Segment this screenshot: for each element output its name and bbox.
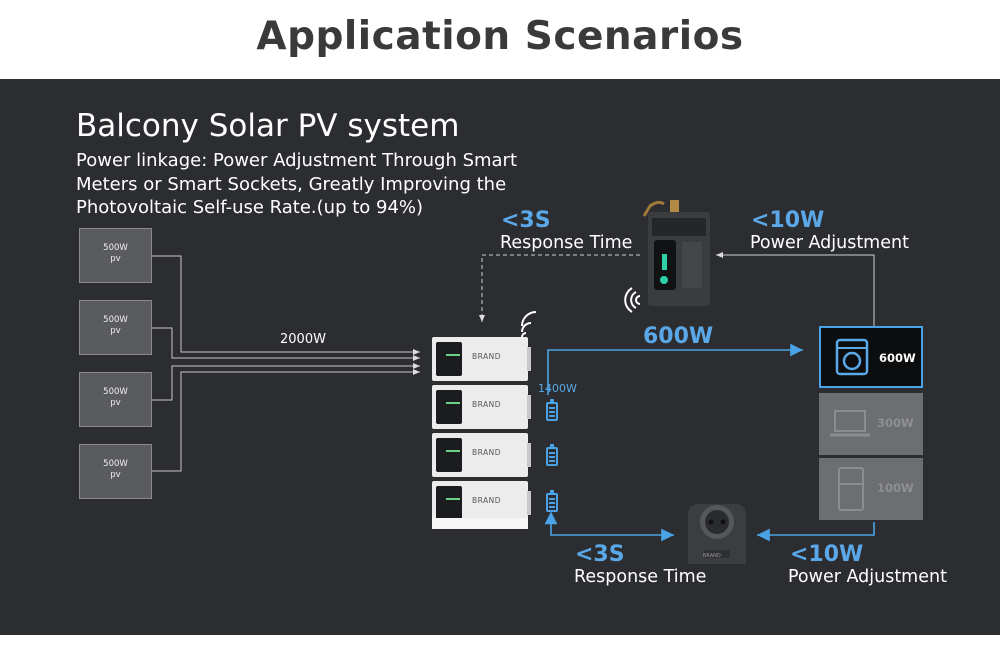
socket-brand: BRAND	[703, 553, 721, 559]
pv-panel-power: 500W	[103, 459, 128, 469]
smart-meter-device	[642, 200, 710, 306]
socket-adjust-label: Power Adjustment	[788, 567, 947, 587]
pv-panel-label: pv	[110, 254, 121, 264]
battery-screen	[436, 342, 462, 376]
meter-response-value: <3S	[501, 208, 551, 233]
battery-screen	[436, 438, 462, 472]
meter-response-label: Response Time	[500, 233, 633, 253]
pv-panel-2: 500W pv	[79, 300, 152, 355]
flow-power-label: 600W	[643, 324, 714, 349]
description: Power linkage: Power Adjustment Through …	[76, 150, 518, 218]
load-power: 600W	[879, 351, 916, 365]
page-title: Application Scenarios	[256, 14, 744, 59]
load-power: 100W	[877, 481, 914, 495]
pv-panel-power: 500W	[103, 315, 128, 325]
battery-module-1: BRAND	[432, 337, 531, 381]
battery-brand: BRAND	[472, 496, 502, 505]
battery-screen	[436, 486, 462, 520]
pv-panel-label: pv	[110, 398, 121, 408]
battery-base	[432, 518, 528, 529]
load-washing-machine: 600W	[819, 326, 923, 388]
pv-panel-power: 500W	[103, 243, 128, 253]
wifi-icon	[521, 311, 537, 338]
pv-panel-power: 500W	[103, 387, 128, 397]
pv-panel-label: pv	[110, 470, 121, 480]
signal-icon	[624, 287, 641, 313]
load-power: 300W	[877, 416, 914, 430]
meter-adjust-value: <10W	[751, 208, 825, 233]
laptop-icon	[830, 410, 870, 437]
battery-power-label: 1400W	[538, 382, 577, 395]
battery-brand: BRAND	[472, 448, 502, 457]
battery-brand: BRAND	[472, 352, 502, 361]
socket-response-label: Response Time	[574, 567, 707, 587]
smart-socket-device	[688, 504, 746, 564]
refrigerator-icon	[838, 467, 864, 511]
section-title: Balcony Solar PV system	[76, 108, 460, 144]
meter-adjust-label: Power Adjustment	[750, 233, 909, 253]
washing-machine-icon	[835, 338, 869, 376]
battery-charge-icon	[546, 444, 558, 466]
socket-response-value: <3S	[575, 542, 625, 567]
battery-charge-icon	[546, 490, 558, 512]
battery-module-3: BRAND	[432, 433, 531, 477]
battery-brand: BRAND	[472, 400, 502, 409]
socket-adjust-value: <10W	[790, 542, 864, 567]
pv-total-label: 2000W	[280, 332, 326, 347]
load-refrigerator: 100W	[819, 458, 923, 520]
pv-panel-label: pv	[110, 326, 121, 336]
battery-charge-icon	[546, 399, 558, 421]
pv-panel-3: 500W pv	[79, 372, 152, 427]
battery-module-4: BRAND	[432, 481, 531, 525]
pv-panel-4: 500W pv	[79, 444, 152, 499]
battery-module-2: BRAND	[432, 385, 531, 429]
pv-panel-1: 500W pv	[79, 228, 152, 283]
battery-screen	[436, 390, 462, 424]
load-laptop: 300W	[819, 393, 923, 455]
